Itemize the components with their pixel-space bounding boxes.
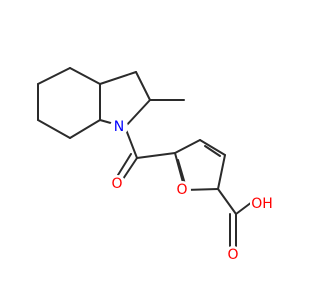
bond [204, 145, 221, 157]
bond [37, 67, 71, 85]
bond [217, 188, 237, 215]
bond [136, 152, 176, 159]
bond [124, 99, 151, 128]
bond [199, 139, 226, 156]
bond [69, 67, 101, 85]
bond [117, 153, 132, 176]
acid-oxygen-atom-label: O [227, 247, 238, 263]
carbonyl-oxygen-label-bg [108, 175, 126, 193]
bond [122, 157, 138, 180]
hydroxyl-label: OH [251, 196, 273, 212]
furan-oxygen-atom-label: O [176, 182, 187, 198]
nitrogen-label-bg [110, 118, 128, 136]
bond [99, 71, 137, 85]
structure-canvas: N O O OH O [37, 67, 276, 264]
bond [124, 126, 138, 159]
nitrogen-atom-label: N [114, 119, 124, 135]
bond [177, 159, 186, 185]
bond [174, 139, 201, 154]
bond [235, 201, 253, 215]
bond [135, 71, 151, 101]
molecule-structure: N O O OH O [37, 67, 276, 264]
bond [69, 119, 101, 139]
atom-labels: N O O OH O [108, 118, 276, 264]
acid-oxygen-label-bg [224, 246, 242, 264]
furan-oxygen-label-bg [173, 181, 191, 199]
hydroxyl-label-bg [250, 195, 276, 213]
bonds [37, 67, 253, 251]
carbonyl-oxygen-atom-label: O [111, 176, 122, 192]
bond [217, 154, 226, 190]
bond [37, 119, 71, 139]
